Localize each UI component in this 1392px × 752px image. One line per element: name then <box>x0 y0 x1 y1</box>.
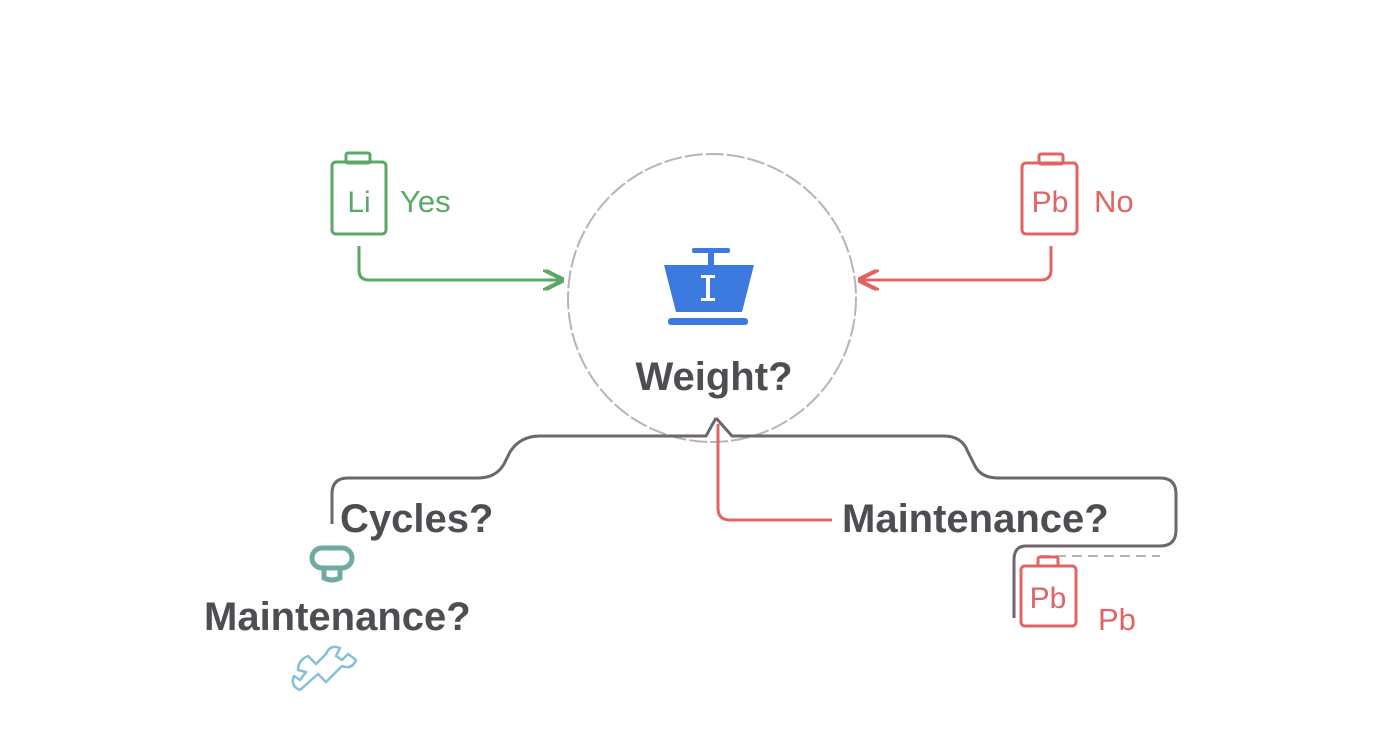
wrench-icon <box>291 645 358 692</box>
connector-right-branch <box>714 417 1178 618</box>
lead-battery-icon <box>1020 152 1079 236</box>
lithium-battery-icon <box>330 151 388 236</box>
right-arrow <box>862 246 1053 280</box>
right-battery-label: Pb <box>1032 186 1069 219</box>
bottom-right-answer: Pb <box>1098 602 1136 637</box>
left-maintenance-question: Maintenance? <box>204 595 471 639</box>
lead-battery-small-icon <box>1019 555 1078 628</box>
connector-maintenance <box>716 424 832 522</box>
right-maintenance-question: Maintenance? <box>842 497 1109 541</box>
connector-left-branch <box>330 417 718 524</box>
center-circle <box>567 153 857 443</box>
left-answer: Yes <box>400 184 451 219</box>
center-question: Weight? <box>635 355 792 399</box>
ring-icon <box>309 545 355 583</box>
right-answer: No <box>1094 184 1134 219</box>
basket-weight-icon <box>664 248 754 325</box>
left-battery-label: Li <box>347 186 370 219</box>
bottom-right-battery-label: Pb <box>1030 582 1067 615</box>
left-arrow <box>357 246 560 280</box>
cycles-question: Cycles? <box>340 497 493 541</box>
